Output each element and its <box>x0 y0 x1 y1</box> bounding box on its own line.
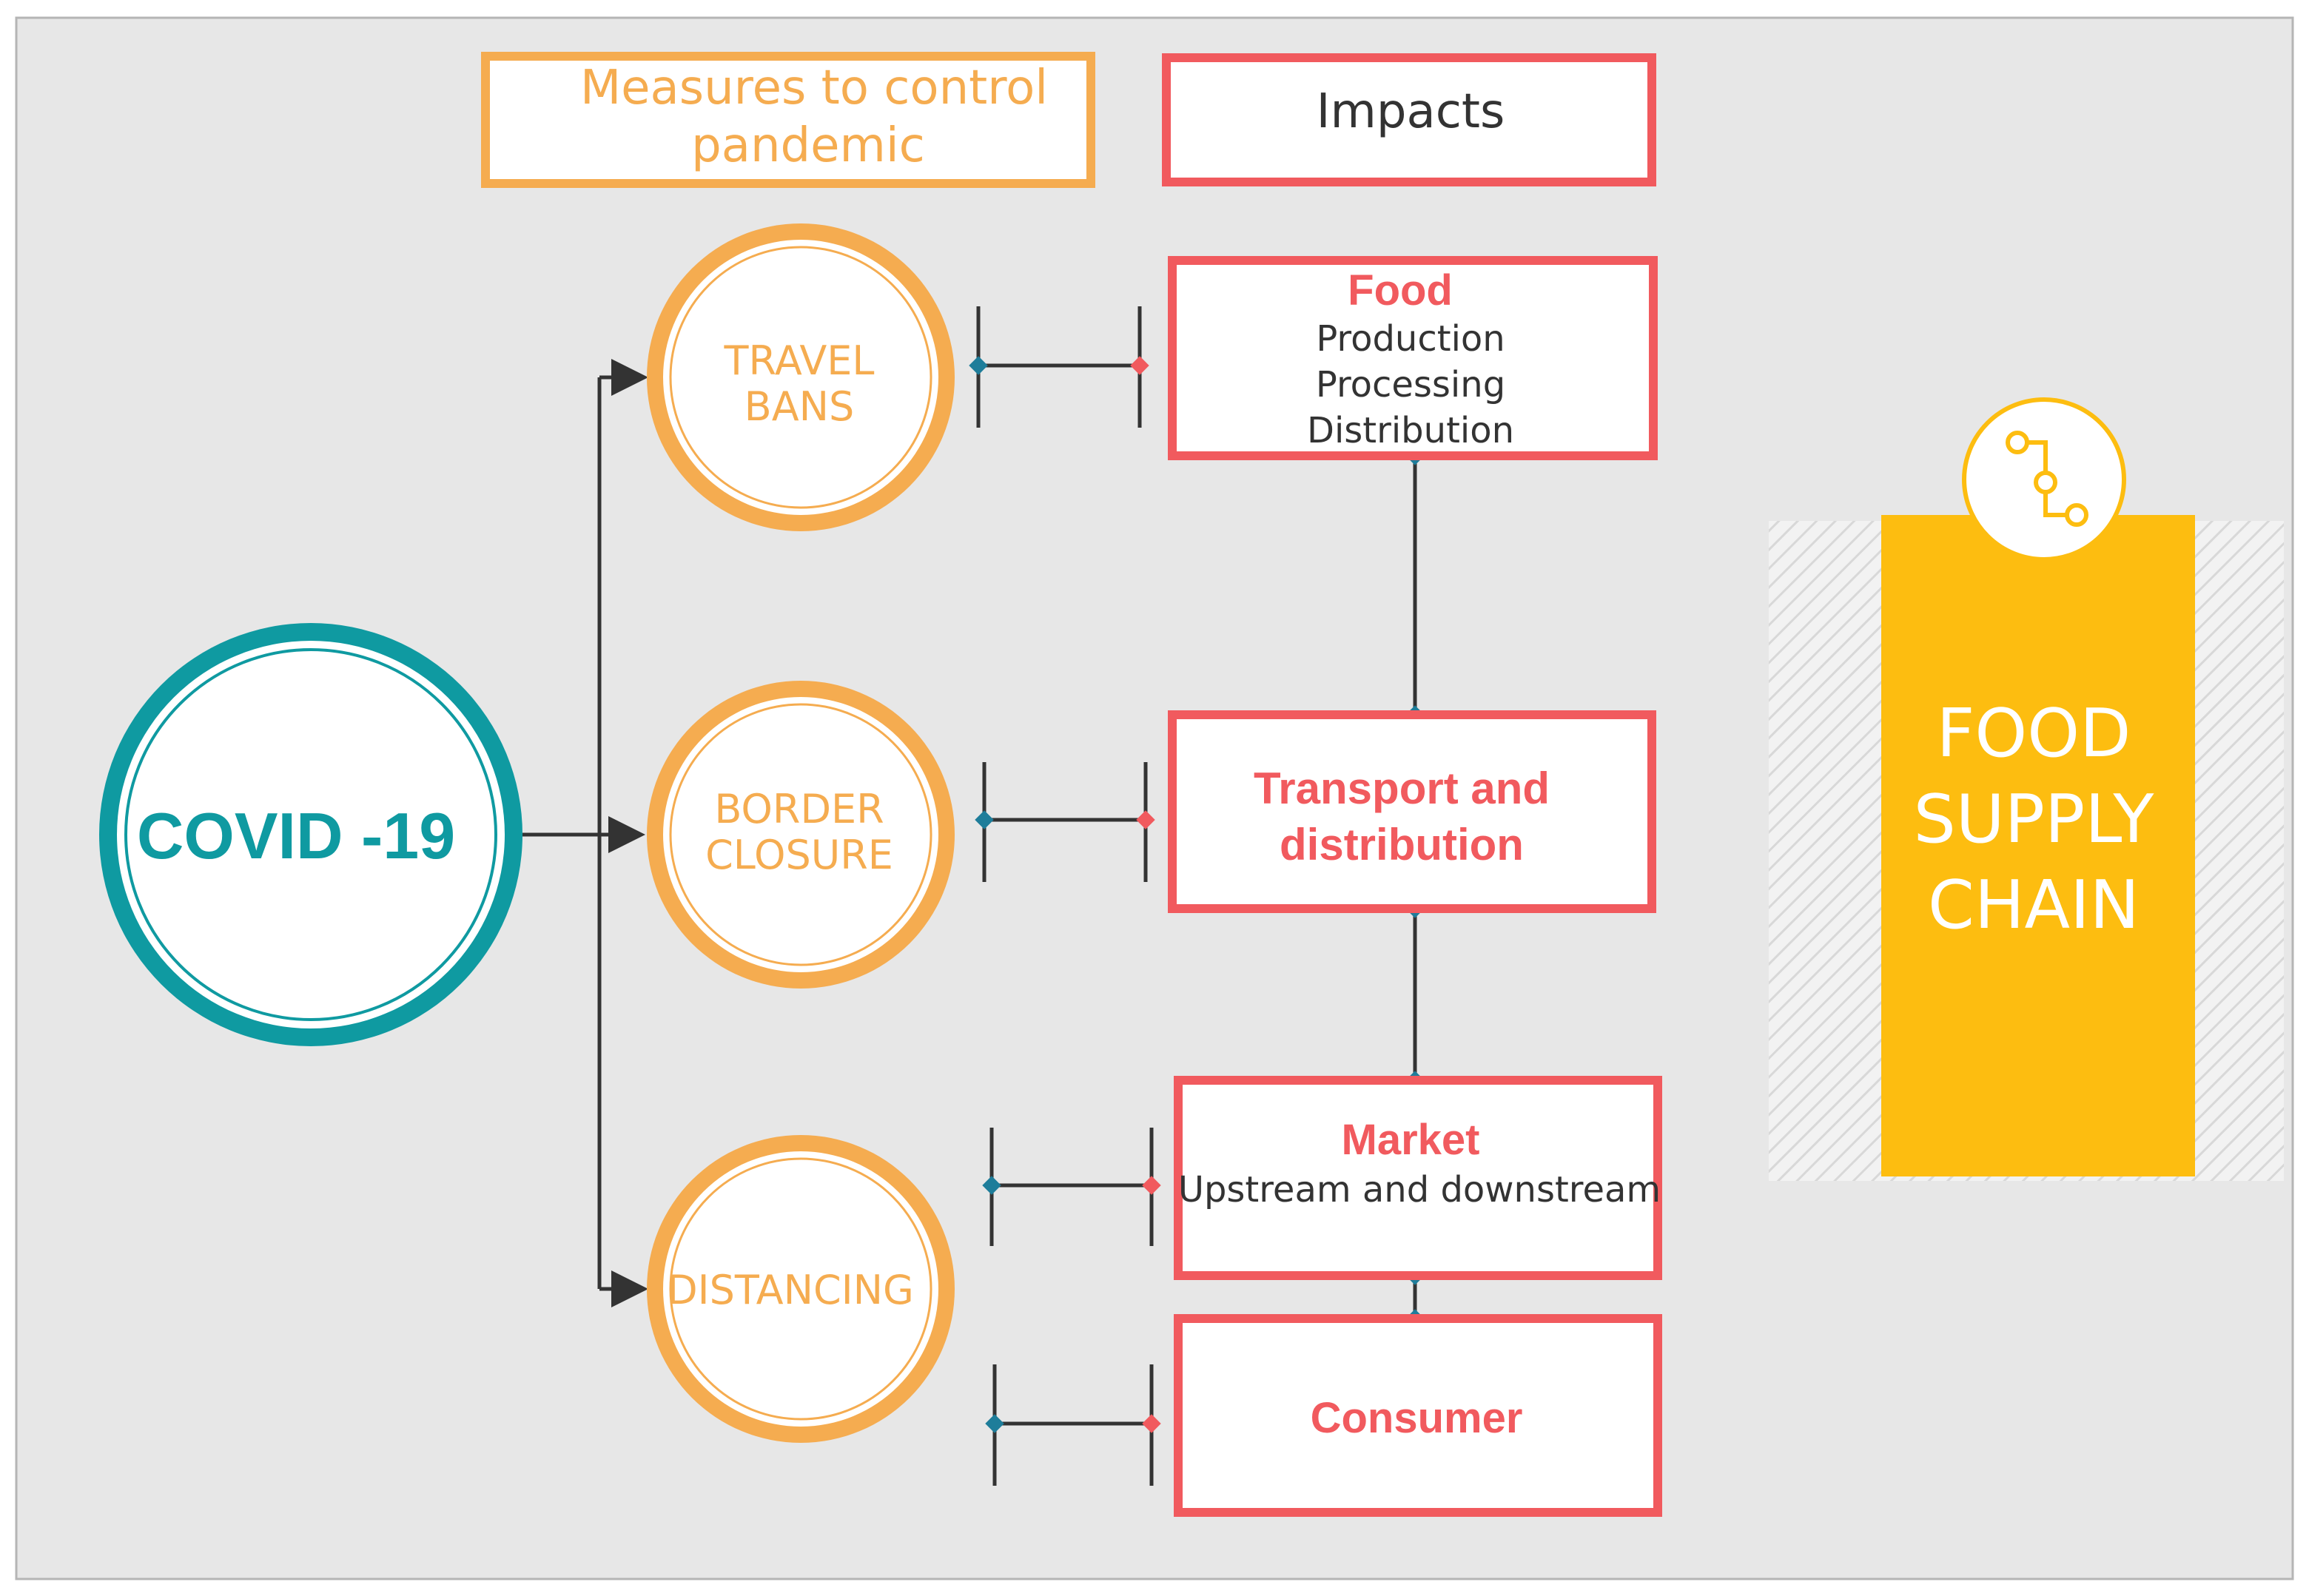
measures-header-box: Measures to control pandemic <box>481 52 1095 188</box>
market-subtitle: Upstream and downstream <box>1178 1169 1661 1211</box>
food-title: Food <box>1348 266 1453 314</box>
food-line-processing: Processing <box>1316 364 1505 405</box>
measure-impact-connectors <box>976 306 1154 1486</box>
covid-node: COVID -19 <box>99 623 522 1046</box>
measure-border-closure: BORDER CLOSURE <box>647 681 955 989</box>
travel-bans-line2: BANS <box>745 383 855 430</box>
border-closure-line1: BORDER <box>714 786 884 832</box>
impact-transport-box: Transport and distribution <box>1168 710 1656 913</box>
measure-travel-bans: TRAVEL BANS <box>647 223 955 531</box>
measures-header-line2: pandemic <box>691 118 925 173</box>
transport-line1: Transport and <box>1254 764 1550 813</box>
impact-food-box: Food Production Processing Distribution <box>1168 256 1658 460</box>
supply-chain-bar <box>1881 515 2195 1176</box>
supply-chain-line3: CHAIN <box>1928 866 2140 944</box>
food-line-distribution: Distribution <box>1307 410 1514 451</box>
covid-label: COVID -19 <box>137 799 455 872</box>
market-title: Market <box>1342 1116 1480 1164</box>
impact-market-box: Market Upstream and downstream <box>1174 1076 1662 1280</box>
route-icon <box>2006 431 2088 527</box>
distancing-label: DISTANCING <box>667 1267 914 1313</box>
supply-chain-line2: SUPPLY <box>1914 781 2155 858</box>
impact-consumer-box: Consumer <box>1174 1314 1662 1517</box>
transport-line2: distribution <box>1280 820 1524 869</box>
border-closure-line2: CLOSURE <box>705 832 893 878</box>
supply-chain-panel: FOOD SUPPLY CHAIN <box>1769 397 2284 1181</box>
supply-chain-line1: FOOD <box>1937 695 2131 772</box>
food-line-production: Production <box>1316 318 1505 360</box>
measures-header-line1: Measures to control <box>580 61 1048 115</box>
covid-connectors <box>522 359 648 1307</box>
impacts-header-label: Impacts <box>1317 84 1505 139</box>
impacts-header-box: Impacts <box>1162 53 1656 186</box>
consumer-title: Consumer <box>1311 1394 1523 1442</box>
measure-distancing: DISTANCING <box>647 1135 955 1443</box>
supply-chain-icon-badge <box>1962 397 2126 562</box>
travel-bans-line1: TRAVEL <box>724 337 875 384</box>
